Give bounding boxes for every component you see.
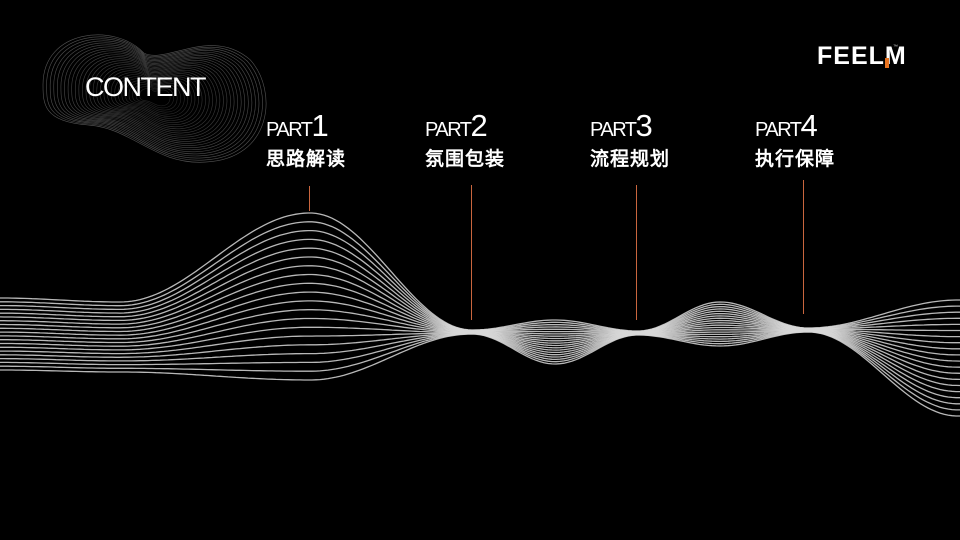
part-marker-line-1: [309, 186, 310, 211]
part-item-3[interactable]: PART 3 流程规划: [590, 110, 670, 171]
part-heading: PART 2: [425, 110, 505, 142]
part-word: PART: [425, 119, 472, 141]
logo-accent-mark: [885, 58, 889, 68]
wave-line: [0, 330, 960, 405]
part-number: 3: [635, 108, 653, 143]
part-marker-line-4: [803, 180, 804, 314]
part-number: 1: [311, 108, 329, 143]
blob-contour: [89, 60, 221, 136]
part-heading: PART 3: [590, 110, 670, 142]
part-item-2[interactable]: PART 2 氛围包装: [425, 110, 505, 171]
blob-contour: [139, 88, 171, 107]
page-title: CONTENT: [85, 72, 207, 102]
blob-contour: [64, 46, 245, 150]
blob-contour: [46, 36, 263, 161]
part-marker-line-2: [471, 185, 472, 320]
blob-contour: [132, 84, 178, 111]
part-item-4[interactable]: PART 4 执行保障: [755, 110, 835, 171]
wave-line: [0, 229, 960, 333]
part-item-1[interactable]: PART 1 思路解读: [266, 110, 346, 171]
blob-contour: [114, 74, 196, 121]
blob-contour: [135, 86, 174, 109]
wave-line: [0, 331, 960, 411]
part-word: PART: [590, 119, 637, 141]
wave-line: [0, 212, 960, 332]
part-number: 4: [800, 108, 818, 143]
part-label: 思路解读: [266, 148, 347, 170]
part-marker-line-3: [636, 185, 637, 320]
part-number: 2: [470, 108, 488, 143]
brand-logo: FEELM: [817, 42, 907, 70]
blob-contour: [92, 62, 217, 134]
blob-contour: [74, 52, 235, 144]
wireframe-blob-graphic: [42, 34, 267, 163]
blob-contour: [71, 50, 238, 146]
blob-contour: [103, 68, 206, 127]
blob-contour: [110, 72, 199, 123]
blob-contour: [82, 56, 228, 140]
blob-contour: [121, 78, 189, 117]
wave-line: [0, 221, 960, 332]
part-word: PART: [755, 119, 802, 141]
part-label: 流程规划: [590, 148, 671, 170]
part-word: PART: [266, 119, 313, 141]
blob-contour: [85, 58, 224, 138]
wave-line: [0, 282, 960, 350]
part-label: 执行保障: [755, 148, 836, 170]
wave-line: [0, 330, 960, 387]
blob-contour: [96, 64, 213, 132]
wave-line: [0, 331, 960, 417]
blob-contour: [128, 82, 182, 113]
blob-contour: [49, 38, 260, 159]
wave-line: [0, 247, 960, 333]
blob-contour: [53, 40, 256, 157]
blob-contour: [60, 44, 249, 152]
logo-trademark-icon: ™: [893, 44, 898, 50]
wave-line: [0, 330, 960, 393]
blob-contour: [78, 54, 231, 142]
blob-contour: [107, 70, 203, 125]
wave-line: [0, 256, 960, 333]
blob-contour: [57, 42, 253, 155]
blob-contour: [100, 66, 210, 130]
blob-contour: [67, 48, 242, 148]
blob-contour: [117, 76, 192, 119]
blob-contour: [125, 80, 185, 115]
part-heading: PART 4: [755, 110, 835, 142]
blob-contour: [42, 34, 267, 163]
part-heading: PART 1: [266, 110, 346, 142]
part-label: 氛围包装: [425, 148, 506, 170]
